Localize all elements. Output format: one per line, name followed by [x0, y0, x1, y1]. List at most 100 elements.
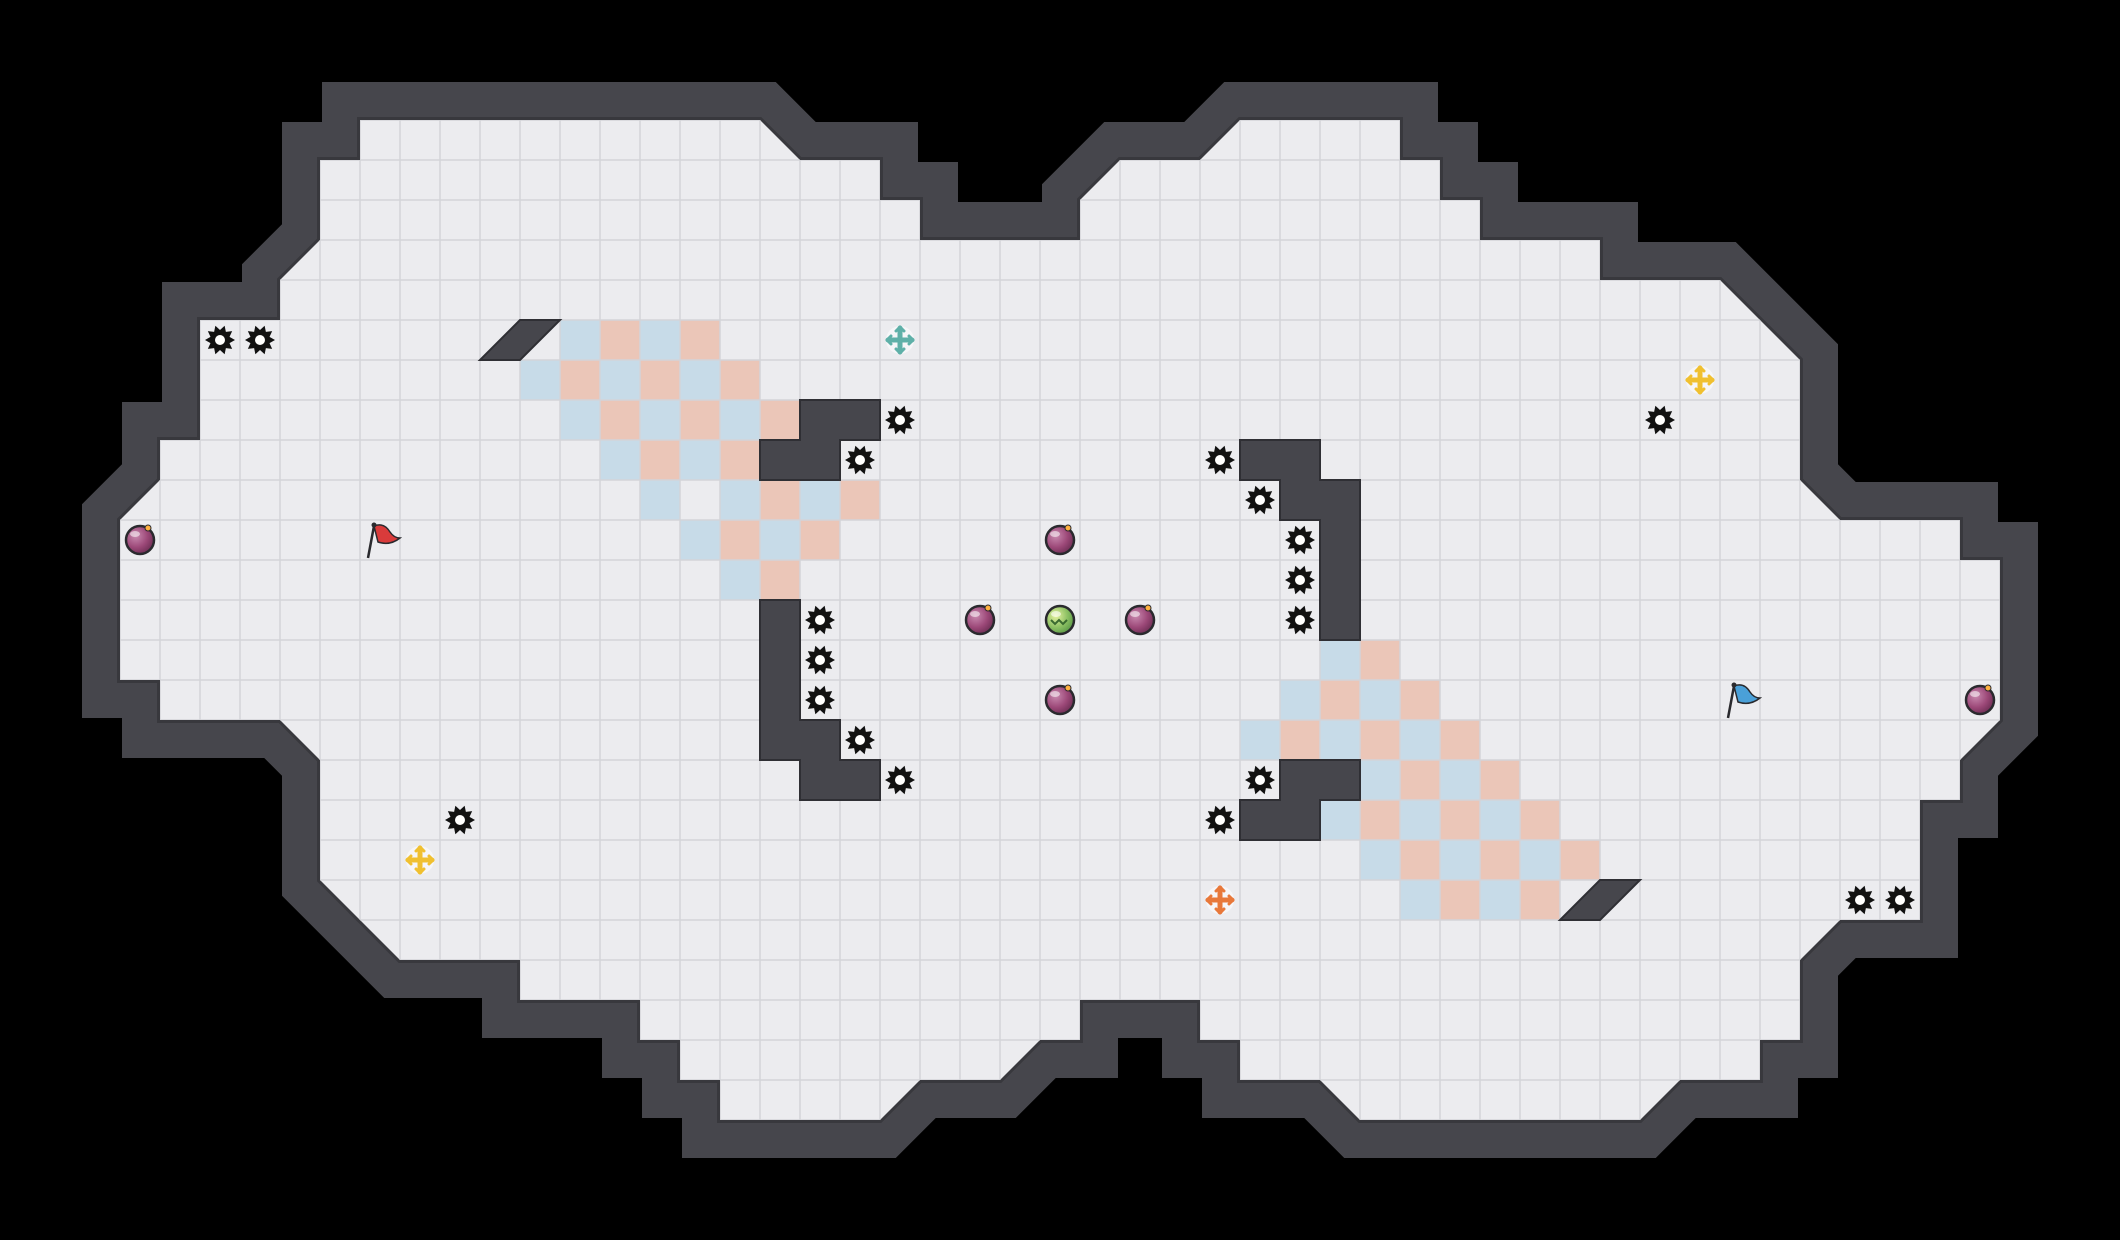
- spike-icon: [845, 725, 875, 755]
- blue-team-tile: [1320, 800, 1360, 840]
- red-team-tile: [640, 440, 680, 480]
- spike-icon: [1245, 765, 1275, 795]
- blue-team-tile: [640, 480, 680, 520]
- spike-icon: [805, 685, 835, 715]
- blue-team-tile: [1360, 760, 1400, 800]
- spike-icon: [1885, 885, 1915, 915]
- red-team-tile: [760, 480, 800, 520]
- inner-wall: [759, 399, 881, 481]
- bomb-icon: [1044, 684, 1076, 716]
- red-team-tile: [600, 320, 640, 360]
- blue-team-tile: [560, 400, 600, 440]
- blue-team-tile: [600, 440, 640, 480]
- blue-team-tile: [1400, 800, 1440, 840]
- entities-layer: [124, 325, 1996, 915]
- red-team-tile: [1360, 720, 1400, 760]
- blue-team-tile: [1360, 680, 1400, 720]
- team-tiles-layer: [520, 320, 1600, 920]
- red-team-tile: [720, 440, 760, 480]
- blue-flag-icon: [1726, 682, 1763, 719]
- red-team-tile: [1400, 760, 1440, 800]
- blue-team-tile: [1320, 720, 1360, 760]
- red-team-tile: [1560, 840, 1600, 880]
- inner-wall: [477, 319, 563, 361]
- red-team-tile: [640, 360, 680, 400]
- neutral-ball-icon: [1044, 604, 1076, 636]
- inner-wall: [1239, 439, 1361, 641]
- red-team-tile: [1440, 720, 1480, 760]
- teal-boost-powerup-icon: [885, 325, 915, 355]
- red-team-tile: [1360, 640, 1400, 680]
- red-team-tile: [720, 520, 760, 560]
- red-team-tile: [1440, 800, 1480, 840]
- inner-wall: [759, 599, 881, 801]
- yellow-boost-powerup-icon: [1685, 365, 1715, 395]
- red-team-tile: [1400, 680, 1440, 720]
- red-team-tile: [1280, 720, 1320, 760]
- red-team-tile: [1400, 840, 1440, 880]
- red-team-tile: [1480, 760, 1520, 800]
- blue-team-tile: [640, 320, 680, 360]
- blue-team-tile: [800, 480, 840, 520]
- blue-team-tile: [720, 560, 760, 600]
- blue-team-tile: [560, 320, 600, 360]
- spike-icon: [1845, 885, 1875, 915]
- blue-team-tile: [720, 480, 760, 520]
- bomb-icon: [964, 604, 996, 636]
- spike-icon: [885, 765, 915, 795]
- red-team-tile: [800, 520, 840, 560]
- blue-team-tile: [1400, 720, 1440, 760]
- bomb-icon: [1044, 524, 1076, 556]
- blue-team-tile: [640, 400, 680, 440]
- spike-icon: [245, 325, 275, 355]
- spike-icon: [885, 405, 915, 435]
- blue-team-tile: [1480, 800, 1520, 840]
- bomb-icon: [1964, 684, 1996, 716]
- blue-team-tile: [1400, 880, 1440, 920]
- yellow-boost-powerup-icon: [405, 845, 435, 875]
- red-team-tile: [720, 360, 760, 400]
- blue-team-tile: [1280, 680, 1320, 720]
- bomb-icon: [124, 524, 156, 556]
- blue-team-tile: [1520, 840, 1560, 880]
- red-team-tile: [1480, 840, 1520, 880]
- blue-team-tile: [1240, 720, 1280, 760]
- red-team-tile: [1520, 800, 1560, 840]
- red-team-tile: [600, 400, 640, 440]
- red-team-tile: [1520, 880, 1560, 920]
- spike-icon: [1205, 445, 1235, 475]
- spike-icon: [805, 605, 835, 635]
- inner-walls-layer: [477, 319, 1643, 921]
- blue-team-tile: [760, 520, 800, 560]
- red-team-tile: [1360, 800, 1400, 840]
- red-team-tile: [760, 560, 800, 600]
- red-team-tile: [760, 400, 800, 440]
- blue-team-tile: [680, 520, 720, 560]
- spike-icon: [805, 645, 835, 675]
- blue-team-tile: [1480, 880, 1520, 920]
- red-team-tile: [1320, 680, 1360, 720]
- blue-team-tile: [1440, 840, 1480, 880]
- spike-icon: [845, 445, 875, 475]
- blue-team-tile: [680, 440, 720, 480]
- spike-icon: [205, 325, 235, 355]
- inner-wall: [1239, 759, 1361, 841]
- red-team-tile: [560, 360, 600, 400]
- blue-team-tile: [1360, 840, 1400, 880]
- spike-icon: [1205, 805, 1235, 835]
- blue-team-tile: [1320, 640, 1360, 680]
- blue-team-tile: [600, 360, 640, 400]
- spike-icon: [1285, 565, 1315, 595]
- red-boost-powerup-icon: [1205, 885, 1235, 915]
- red-flag-icon: [366, 522, 403, 559]
- inner-wall: [1557, 879, 1643, 921]
- red-team-tile: [840, 480, 880, 520]
- spike-icon: [445, 805, 475, 835]
- spike-icon: [1285, 525, 1315, 555]
- spike-icon: [1245, 485, 1275, 515]
- red-team-tile: [1440, 880, 1480, 920]
- red-team-tile: [680, 320, 720, 360]
- spike-icon: [1285, 605, 1315, 635]
